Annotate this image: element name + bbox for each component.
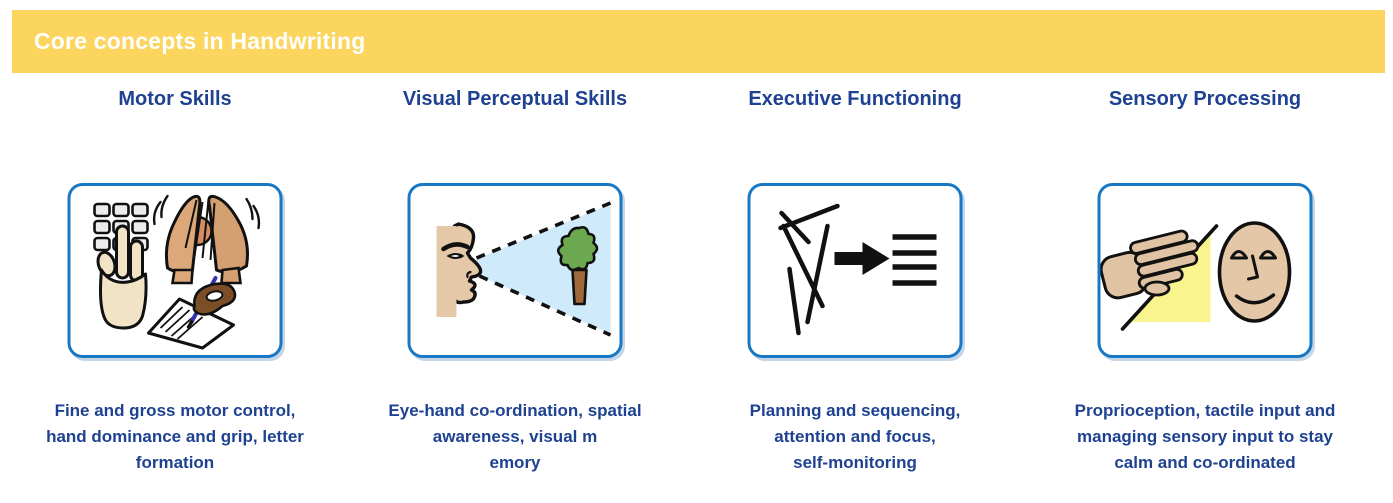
executive-functioning-card	[747, 183, 963, 358]
header-banner: Core concepts in Handwriting	[12, 10, 1385, 73]
page-title: Core concepts in Handwriting	[34, 28, 366, 54]
sensory-processing-card	[1097, 183, 1313, 358]
column-description: Fine and gross motor control, hand domin…	[46, 401, 304, 472]
right-closed-eye	[1259, 250, 1277, 260]
tree-icon	[556, 225, 599, 306]
eyebrow	[441, 242, 470, 252]
clapping-hands-icon	[152, 194, 261, 285]
cone-dashed-lines	[475, 201, 612, 337]
column-title: Executive Functioning	[748, 88, 962, 110]
ordered-lines-icon	[892, 234, 937, 286]
column-description: Eye-hand co-ordination, spatial awarenes…	[388, 401, 642, 472]
messy-lines-icon	[778, 203, 840, 336]
motor-skills-icon	[93, 194, 261, 350]
arrow-right-icon	[834, 242, 890, 275]
touch-hand-icon	[1100, 229, 1200, 300]
vision-cone	[476, 204, 611, 334]
motor-skills-card	[67, 183, 283, 358]
visual-perception-icon	[436, 201, 612, 337]
column-motor-skills: Motor Skills	[5, 0, 345, 503]
sensory-processing-icon	[1100, 221, 1292, 331]
visual-perceptual-card	[407, 183, 623, 358]
column-title: Sensory Processing	[1108, 88, 1302, 110]
column-sensory-processing: Sensory Processing	[1035, 0, 1375, 503]
writing-hand-icon	[147, 276, 237, 350]
left-closed-eye	[1230, 250, 1248, 260]
nostril	[466, 270, 472, 279]
motion-lines-icon	[152, 194, 261, 230]
column-description: Planning and sequencing, attention and f…	[749, 401, 961, 472]
column-title: Motor Skills	[118, 88, 232, 110]
column-visual-perceptual-skills: Visual Perceptual Skills Eye-hand co-ord…	[345, 0, 685, 503]
column-description: Proprioception, tactile input and managi…	[1074, 401, 1336, 472]
face-profile-icon	[436, 222, 483, 317]
executive-functioning-icon	[778, 203, 937, 336]
nose	[1247, 254, 1259, 281]
calm-face-icon	[1217, 221, 1292, 323]
column-executive-functioning: Executive Functioning Planning and seque…	[685, 0, 1025, 503]
keypad-press-hand-icon	[93, 202, 149, 330]
smile	[1234, 293, 1276, 305]
column-title: Visual Perceptual Skills	[402, 88, 628, 110]
